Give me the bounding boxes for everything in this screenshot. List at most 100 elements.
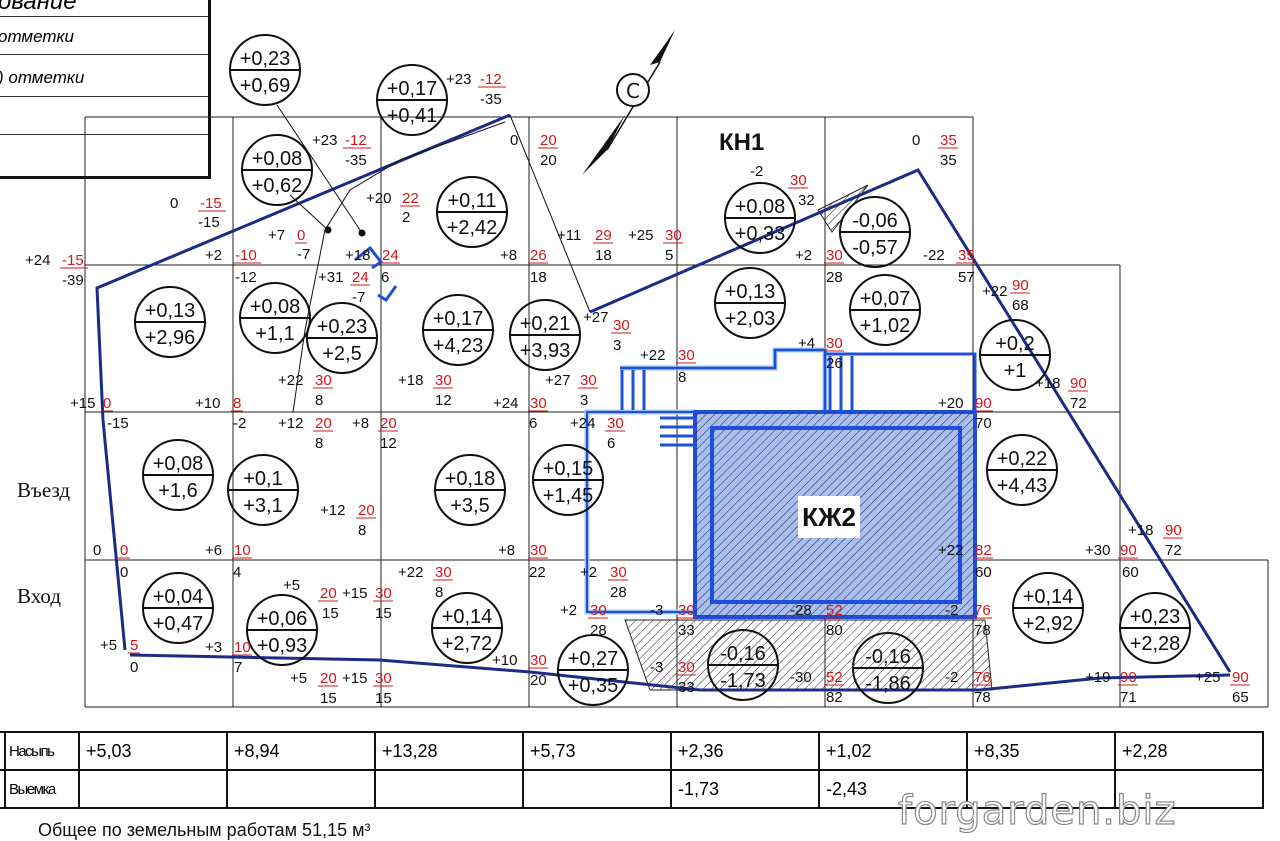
table-cell: +2,28 (1114, 731, 1264, 771)
work-elevation: +4 (798, 335, 815, 352)
cell-area: +1 (1004, 360, 1027, 382)
work-elevation: 0 (130, 659, 138, 676)
work-elevation: 60 (975, 564, 992, 581)
fill-volume: +0,13 (725, 281, 776, 303)
work-elevation: 72 (1165, 542, 1182, 559)
work-elevation: +31 (318, 269, 343, 286)
work-elevation: +18 (1128, 522, 1153, 539)
work-elevation: 78 (974, 622, 991, 639)
work-elevation: +18 (1035, 375, 1060, 392)
table-cell (78, 769, 228, 809)
table-cell: +2,36 (670, 731, 820, 771)
design-elevation: 30 (826, 335, 843, 352)
volume-circle: +0,27+0,35 (557, 634, 629, 706)
table-cell (374, 769, 524, 809)
work-elevation: 8 (678, 369, 686, 386)
work-elevation: 60 (1122, 564, 1139, 581)
volume-circle: +0,1+3,1 (227, 454, 299, 526)
building-label-kzh2: КЖ2 (802, 502, 856, 532)
work-elevation: +20 (366, 190, 391, 207)
volume-circle: +0,15+1,45 (532, 444, 604, 516)
volume-circle: +0,2+1 (979, 319, 1051, 391)
work-elevation: 71 (1120, 689, 1137, 706)
work-elevation: +27 (583, 309, 608, 326)
fill-volume: +0,15 (543, 458, 594, 480)
work-elevation: +15 (70, 395, 95, 412)
design-elevation: 90 (1120, 542, 1137, 559)
work-elevation: 15 (375, 605, 392, 622)
volume-circle: +0,17+4,23 (422, 294, 494, 366)
table-row-fill: Насыпь +5,03 +8,94 +13,28 +5,73 +2,36 +1… (0, 731, 1264, 771)
fill-volume: +0,23 (240, 48, 291, 70)
work-elevation: -39 (62, 272, 84, 289)
work-elevation: +2 (580, 564, 597, 581)
work-elevation: +2 (205, 247, 222, 264)
volume-circle: +0,04+0,47 (142, 572, 214, 644)
design-elevation: 0 (297, 227, 305, 244)
design-elevation: 30 (435, 372, 452, 389)
cell-area: +0,33 (735, 223, 786, 245)
work-elevation: -2 (945, 669, 958, 686)
design-elevation: 76 (974, 669, 991, 686)
table-row-cut: Выемка -1,73 -2,43 (0, 769, 1264, 809)
design-elevation: 30 (590, 602, 607, 619)
work-elevation: 80 (826, 622, 843, 639)
work-elevation: +11 (557, 227, 581, 244)
design-elevation: 30 (530, 395, 547, 412)
design-elevation: -15 (200, 195, 222, 212)
design-elevation: 0 (103, 395, 111, 412)
earthwork-cartogram: КЖ2 С КН1 +0,23+0,69+0,17+0,41+0,08+0,62… (25, 30, 1269, 708)
fill-volume: +0,23 (317, 316, 368, 338)
volume-circle: +0,18+3,5 (434, 454, 506, 526)
work-elevation: -35 (480, 91, 502, 108)
cell-area: -0,57 (852, 237, 898, 259)
cell-area: +2,03 (725, 308, 776, 330)
work-elevation: +5 (290, 670, 307, 687)
work-elevation: 5 (665, 247, 673, 264)
design-elevation: 22 (402, 190, 419, 207)
work-elevation: -15 (198, 214, 220, 231)
volume-circle: +0,14+2,72 (431, 592, 503, 664)
work-elevation: 18 (595, 247, 612, 264)
design-elevation: 30 (665, 227, 682, 244)
cell-area: +0,35 (568, 675, 619, 697)
cell-area: +1,02 (860, 315, 911, 337)
work-elevation: 26 (826, 355, 843, 372)
work-elevation: 3 (613, 337, 621, 354)
building-kzh2: КЖ2 (584, 347, 977, 619)
design-elevation: 30 (580, 372, 597, 389)
work-elevation: 28 (610, 584, 627, 601)
work-elevation: 70 (975, 415, 992, 432)
fill-volume: +0,04 (153, 586, 204, 608)
design-elevation: 90 (1120, 669, 1137, 686)
site-boundary (95, 113, 1232, 692)
fill-volume: -0,16 (720, 643, 766, 665)
work-elevation: +22 (982, 283, 1007, 300)
legend-header: ование (0, 0, 208, 17)
work-elevation: +7 (268, 227, 285, 244)
volume-circle: +0,23+2,28 (1119, 592, 1191, 664)
work-elevation: 68 (1012, 297, 1029, 314)
work-elevation: 0 (912, 132, 920, 149)
design-elevation: 30 (678, 602, 695, 619)
design-elevation: 30 (375, 585, 392, 602)
cell-area: +4,23 (433, 335, 484, 357)
work-elevation: 0 (170, 195, 178, 212)
work-elevation: +2 (560, 602, 577, 619)
design-elevation: 35 (958, 247, 975, 264)
work-elevation: 12 (380, 435, 397, 452)
work-elevation: -7 (297, 246, 310, 263)
work-elevation: 35 (940, 152, 957, 169)
fill-volume: +0,23 (1130, 606, 1181, 628)
work-elevation: 12 (435, 392, 452, 409)
entry-walk-label: Вход (17, 584, 62, 608)
design-elevation: -15 (62, 252, 84, 269)
work-elevation: +15 (342, 670, 367, 687)
fill-volume: -0,16 (865, 646, 911, 668)
cell-area: +0,62 (252, 175, 303, 197)
work-elevation: 57 (958, 269, 975, 286)
work-elevation: +18 (398, 372, 423, 389)
volume-circle: -0,16-1,73 (707, 629, 779, 701)
legend-row: отметки (0, 20, 208, 55)
volume-circle: +0,08+1,1 (239, 282, 311, 354)
